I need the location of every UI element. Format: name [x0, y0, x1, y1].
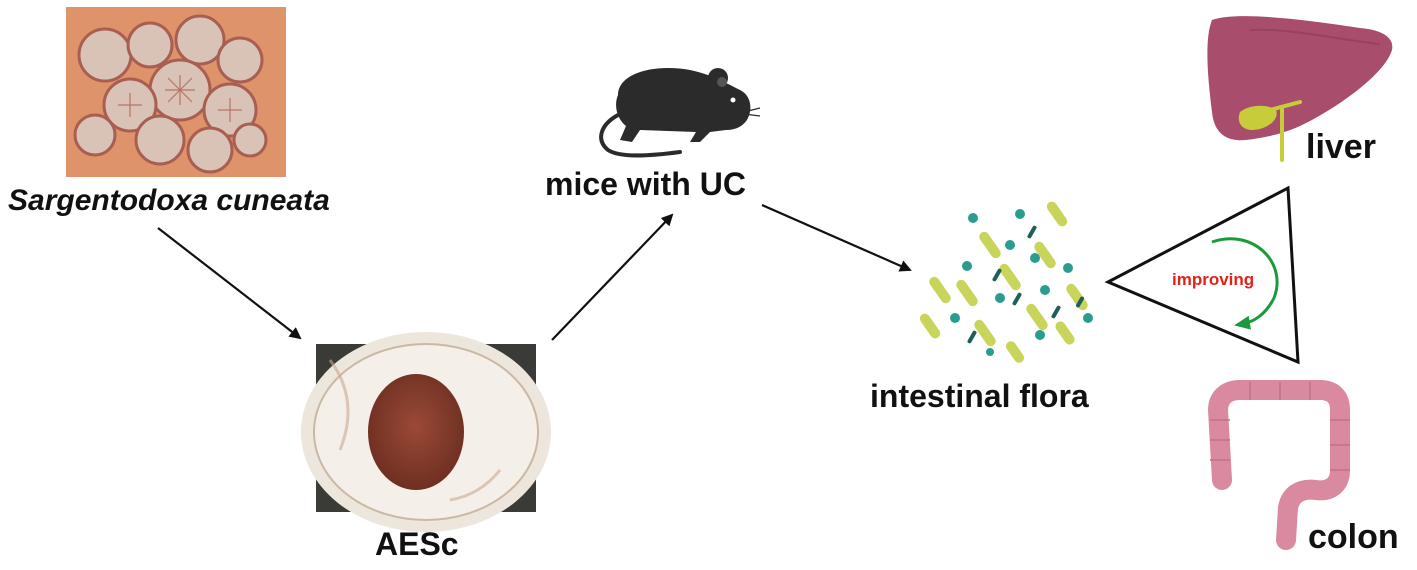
- colon-label: colon: [1308, 518, 1399, 556]
- circular-arrow-icon: [1211, 237, 1279, 330]
- plant-label: Sargentodoxa cuneata: [8, 184, 330, 217]
- extract-photo: [301, 332, 551, 532]
- arrow-aesc-to-mice: [551, 213, 674, 341]
- colon-haustra: [1210, 382, 1350, 471]
- extract-label: AESc: [375, 526, 459, 562]
- bacteria-cluster-icon: [919, 201, 1093, 363]
- relationship-triangle: [1104, 185, 1300, 365]
- liver-label: liver: [1306, 128, 1376, 166]
- colon-icon: [1208, 380, 1350, 550]
- arrow-mice-to-flora: [761, 203, 912, 272]
- plant-photo: [66, 7, 286, 177]
- improving-label: improving: [1172, 270, 1255, 289]
- mouse-icon: [599, 68, 761, 158]
- arrow-plant-to-aesc: [157, 227, 302, 340]
- liver-icon: [1207, 16, 1393, 162]
- flow-arrows: [157, 203, 912, 341]
- mice-label: mice with UC: [545, 166, 746, 202]
- flora-label: intestinal flora: [870, 378, 1089, 414]
